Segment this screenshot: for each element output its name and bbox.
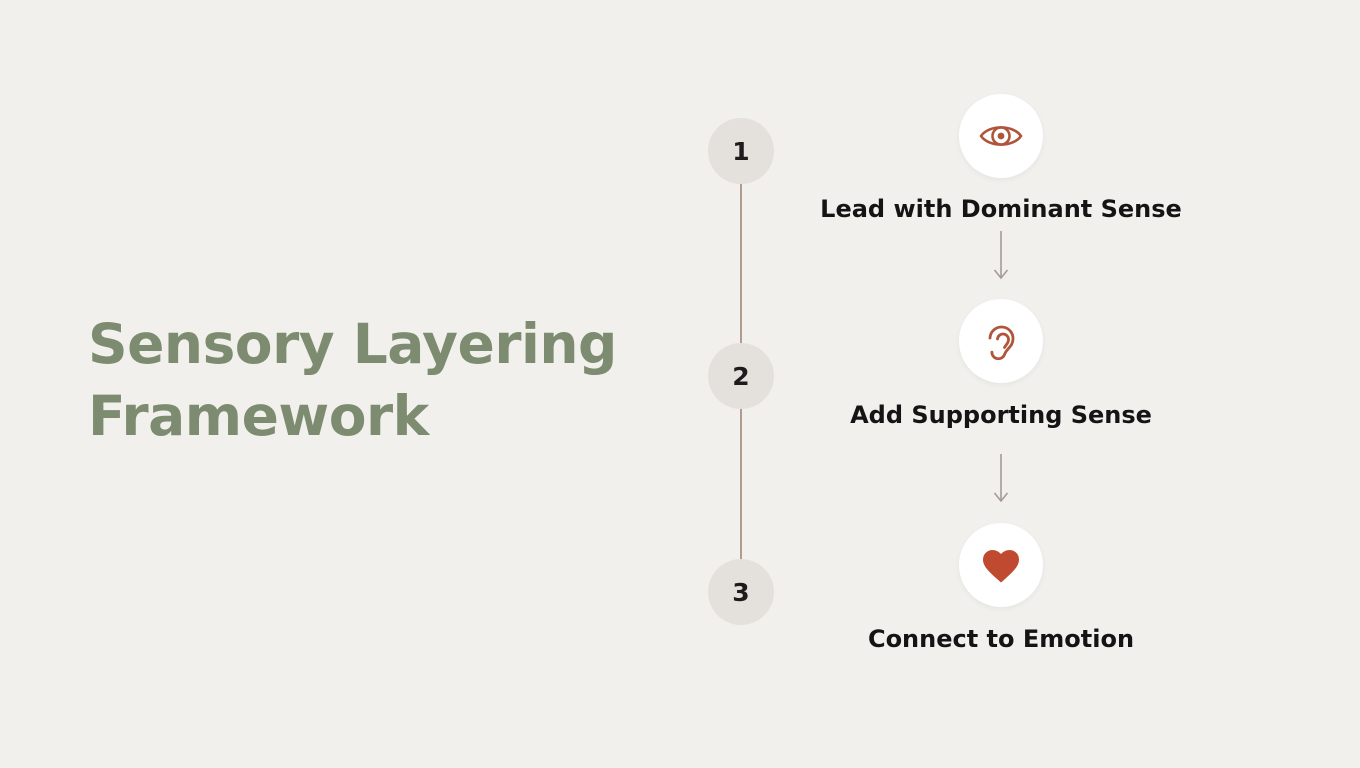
- timeline-step-3-circle: 3: [708, 559, 774, 625]
- ear-icon: [977, 317, 1025, 365]
- step-3-label: Connect to Emotion: [867, 625, 1135, 653]
- step-1-label: Lead with Dominant Sense: [820, 195, 1182, 223]
- step-3-icon-circle: [959, 523, 1043, 607]
- step-1-icon-circle: [959, 94, 1043, 178]
- page-title: Sensory Layering Framework: [88, 308, 617, 452]
- step-2-label: Add Supporting Sense: [850, 401, 1152, 429]
- step-2-icon-circle: [959, 299, 1043, 383]
- arrow-down-icon: [993, 231, 1009, 280]
- page-title-line1: Sensory Layering: [88, 312, 617, 376]
- heart-icon: [977, 541, 1025, 589]
- timeline-step-1-circle: 1: [708, 118, 774, 184]
- page-title-line2: Framework: [88, 384, 429, 448]
- arrow-down-icon: [993, 454, 1009, 503]
- timeline-step-2-circle: 2: [708, 343, 774, 409]
- eye-icon: [977, 112, 1025, 160]
- timeline-step-1-number: 1: [732, 136, 750, 166]
- timeline-step-3-number: 3: [732, 577, 750, 607]
- timeline-step-2-number: 2: [732, 361, 750, 391]
